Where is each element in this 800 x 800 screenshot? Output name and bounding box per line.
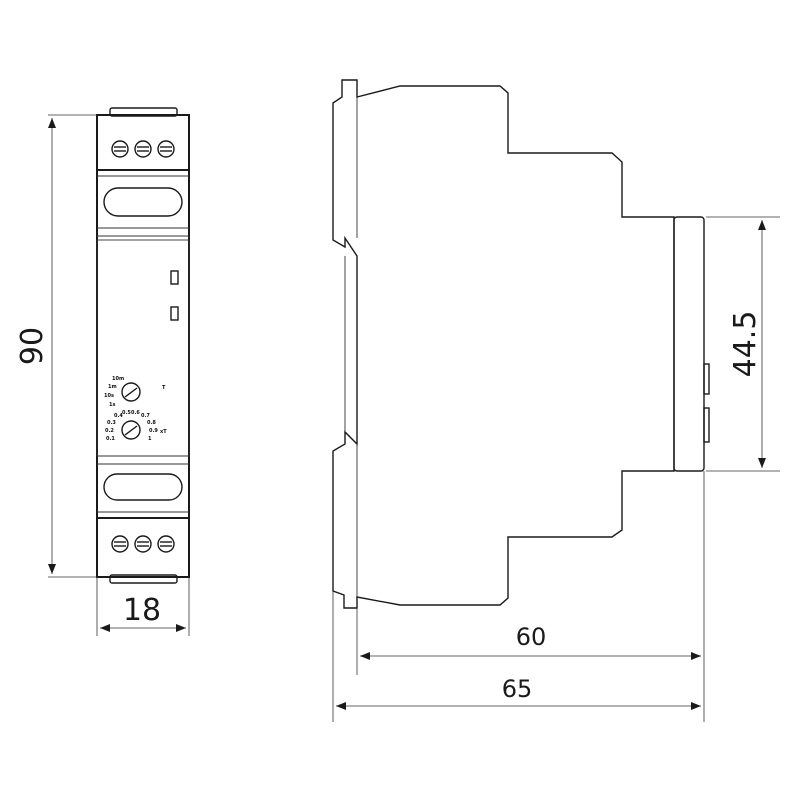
time-range-label-1m: 1m bbox=[108, 384, 117, 390]
multiplier-label-0.7: 0.7 bbox=[141, 413, 150, 419]
multiplier-label-0.1: 0.1 bbox=[106, 436, 115, 442]
top-terminal-block bbox=[96, 114, 190, 171]
time-range-label-10s: 10s bbox=[104, 393, 114, 399]
multiplier-label-0.2: 0.2 bbox=[105, 428, 114, 434]
multiplier-label-0.9: 0.9 bbox=[149, 428, 158, 434]
bottom-terminal-screws bbox=[111, 535, 175, 553]
time-range-knob[interactable] bbox=[121, 382, 141, 402]
upper-label-window bbox=[103, 187, 183, 217]
dim-width-18-label: 18 bbox=[123, 593, 161, 628]
multiplier-label-0.5: 0.5 bbox=[122, 410, 131, 416]
multiplier-label-0.6: 0.6 bbox=[131, 410, 140, 416]
time-range-marker: T bbox=[162, 385, 166, 391]
led-indicator-2 bbox=[170, 306, 179, 321]
dim-depth-60: 60 bbox=[356, 471, 705, 722]
dim-depth-60-label: 60 bbox=[516, 623, 547, 651]
knob-protrusion-2 bbox=[703, 407, 710, 443]
side-body-outline bbox=[332, 79, 675, 609]
dim-height-90: 90 bbox=[15, 114, 97, 578]
multiplier-label-0.4: 0.4 bbox=[114, 413, 123, 419]
dim-width-18: 18 bbox=[96, 577, 190, 636]
top-terminal-screws bbox=[111, 140, 175, 158]
bottom-clip bbox=[109, 574, 178, 584]
multiplier-marker: xT bbox=[160, 429, 167, 435]
dim-depth-65-label: 65 bbox=[502, 675, 533, 703]
knob-protrusion-1 bbox=[703, 363, 710, 395]
lower-label-window bbox=[103, 473, 183, 501]
front-view: 10m 1m 10s 1s T 0.4 0.5 0.6 0.7 0.3 0.8 … bbox=[96, 107, 190, 584]
multiplier-label-0.8: 0.8 bbox=[147, 420, 156, 426]
multiplier-label-0.3: 0.3 bbox=[107, 420, 116, 426]
front-cover bbox=[673, 216, 705, 472]
time-range-label-1s: 1s bbox=[109, 402, 115, 408]
front-body-outline bbox=[96, 114, 190, 578]
dim-height-44-5: 44.5 bbox=[706, 216, 780, 472]
dim-height-90-label: 90 bbox=[15, 327, 50, 365]
multiplier-knob[interactable] bbox=[121, 420, 141, 440]
time-range-label-10m: 10m bbox=[112, 376, 124, 382]
side-view bbox=[332, 79, 710, 609]
multiplier-label-1: 1 bbox=[148, 436, 152, 442]
bottom-terminal-block bbox=[96, 517, 190, 578]
led-indicator-1 bbox=[170, 270, 179, 285]
dim-depth-65: 65 bbox=[332, 591, 701, 722]
dim-height-44-5-label: 44.5 bbox=[728, 311, 763, 378]
